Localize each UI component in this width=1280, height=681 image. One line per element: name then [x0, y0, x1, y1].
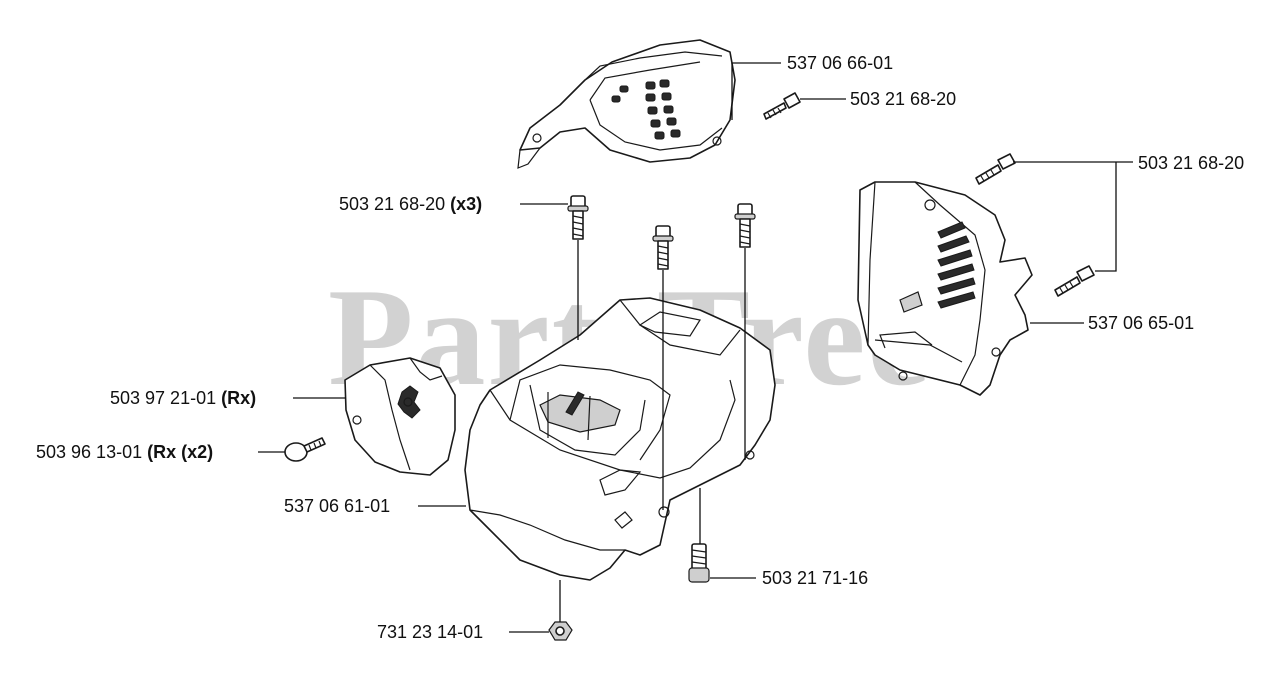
label-top-screw-part: 503 21 68-20	[850, 89, 957, 109]
leader-top-cover	[731, 62, 781, 120]
leader-bottom-screw	[699, 488, 756, 579]
label-right-cover-part: 537 06 65-01	[1088, 313, 1195, 333]
label-choke-cover[interactable]: 503 97 21-01 (Rx)	[110, 388, 256, 408]
choke-screw-part[interactable]	[284, 437, 326, 462]
choke-cover-part[interactable]	[344, 357, 456, 476]
label-top-cover-part: 537 06 66-01	[787, 53, 894, 73]
bottom-screw-part[interactable]	[688, 543, 710, 583]
label-right-cover[interactable]: 537 06 65-01	[1088, 313, 1194, 333]
right-screw-lower-part[interactable]	[1054, 265, 1095, 297]
label-center-screws-part: 503 21 68-20	[339, 194, 446, 214]
leader-center-screws	[520, 203, 746, 510]
label-right-screws-part: 503 21 68-20	[1138, 153, 1245, 173]
label-center-screws[interactable]: 503 21 68-20 (x3)	[339, 194, 482, 214]
label-choke-cover-part: 503 97 21-01	[110, 388, 217, 408]
right-cover-part[interactable]	[857, 181, 1033, 396]
label-top-cover[interactable]: 537 06 66-01	[787, 53, 893, 73]
label-choke-screw-part: 503 96 13-01	[36, 442, 143, 462]
top-screw-part[interactable]	[763, 92, 801, 120]
nut-part[interactable]	[548, 621, 573, 641]
center-screw-middle-part[interactable]	[652, 225, 674, 270]
center-screw-left-part[interactable]	[567, 195, 589, 240]
label-nut[interactable]: 731 23 14-01	[377, 622, 483, 642]
label-nut-part: 731 23 14-01	[377, 622, 484, 642]
center-screw-right-part[interactable]	[734, 203, 756, 248]
label-choke-cover-note: (Rx)	[221, 388, 257, 408]
label-choke-screw-note: (Rx (x2)	[147, 442, 214, 462]
label-bottom-screw[interactable]: 503 21 71-16	[762, 568, 868, 588]
label-main-housing[interactable]: 537 06 61-01	[284, 496, 390, 516]
label-top-screw[interactable]: 503 21 68-20	[850, 89, 956, 109]
right-screw-upper-part[interactable]	[975, 153, 1016, 185]
label-center-screws-note: (x3)	[450, 194, 483, 214]
label-bottom-screw-part: 503 21 71-16	[762, 568, 869, 588]
label-right-screws[interactable]: 503 21 68-20	[1138, 153, 1244, 173]
leader-right-screws	[1013, 161, 1133, 272]
main-housing-part[interactable]	[464, 297, 776, 581]
top-cover-part[interactable]	[517, 39, 736, 169]
label-main-housing-part: 537 06 61-01	[284, 496, 391, 516]
leader-nut	[509, 580, 561, 633]
label-choke-screw[interactable]: 503 96 13-01 (Rx (x2)	[36, 442, 213, 462]
